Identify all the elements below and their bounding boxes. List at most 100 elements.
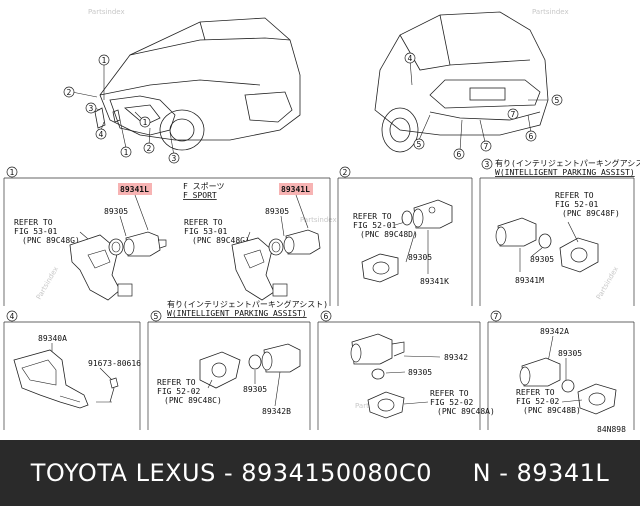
control-module [13, 349, 89, 409]
section-4-number: 4 [6, 310, 18, 322]
part-number-label: 89341L [281, 185, 310, 194]
ring-seal [248, 354, 262, 370]
front-car-illustration [94, 17, 301, 151]
svg-text:3: 3 [172, 154, 177, 163]
watermark: Partsindex [300, 216, 337, 224]
watermark: Partsindex [88, 8, 125, 16]
note-jp: 有り(インテリジェントパーキングアシスト) [495, 158, 640, 168]
callout-4b: 4 [404, 52, 416, 64]
highlight-part-label [118, 183, 152, 195]
rear-car-illustration [374, 11, 549, 153]
sensor-bracket [231, 237, 275, 301]
svg-text:6: 6 [324, 312, 329, 321]
callout-2b: 2 [143, 142, 155, 154]
ring-seal [538, 233, 552, 249]
fig-reference: FIG 52-01 [555, 200, 599, 209]
callout-2: 2 [63, 86, 75, 98]
svg-text:2: 2 [147, 144, 152, 153]
pnc-reference: (PNC 89C48F) [562, 209, 620, 218]
front-callouts: 1 2 3 4 1 1 2 3 [63, 54, 180, 164]
fig-reference: FIG 52-02 [430, 398, 474, 407]
svg-text:3: 3 [485, 160, 490, 169]
callout-6: 6 [453, 148, 465, 160]
pnc-reference: (PNC 89C48D) [360, 230, 418, 239]
diagram-code: 84N898 [597, 425, 626, 434]
part-number-label: 89342B [262, 407, 291, 416]
svg-text:4: 4 [99, 130, 104, 139]
svg-text:3: 3 [89, 104, 94, 113]
callout-1: 1 [98, 54, 110, 66]
sensor-body [125, 231, 161, 257]
footer-part-info: TOYOTA LEXUS - 8934150080C0 N - 89341L [30, 459, 610, 487]
svg-text:5: 5 [555, 96, 560, 105]
svg-text:4: 4 [408, 54, 413, 63]
ring-seal [401, 210, 413, 226]
section-1: 89341L 89305 REFER TO FIG 53-01 (PNC 89C… [14, 182, 321, 301]
sensor-body [351, 333, 393, 365]
watermark: Partsindex [35, 265, 60, 301]
part-number-label: 89340A [38, 334, 67, 343]
pnc-reference: (PNC 89C48G) [192, 236, 250, 245]
callout-7b: 7 [507, 108, 519, 120]
rear-callouts: 4 5 6 7 7 6 5 [404, 52, 563, 160]
refer-to-text: REFER TO [430, 389, 469, 398]
svg-text:7: 7 [484, 142, 489, 151]
part-number-label: 89342 [444, 353, 468, 362]
ring-seal [371, 368, 385, 380]
svg-text:2: 2 [343, 168, 348, 177]
ring-part-number: 89305 [243, 385, 267, 394]
section-numbers: 1 2 3 4 5 6 7 [6, 158, 502, 322]
screw [109, 377, 119, 389]
callout-3b: 3 [168, 152, 180, 164]
note-jp: 有り(インテリジェントパーキングアシスト) [167, 299, 328, 309]
fig-reference: FIG 52-02 [157, 387, 201, 396]
parts-diagram: Partsindex Partsindex Partsindex Partsin… [3, 8, 640, 434]
variant-jp: F スポーツ [183, 182, 224, 191]
callout-5: 5 [413, 138, 425, 150]
pnc-reference: (PNC 89C48G) [22, 236, 80, 245]
svg-text:4: 4 [10, 312, 15, 321]
ring-part-number: 89305 [408, 368, 432, 377]
svg-text:6: 6 [457, 150, 462, 159]
callout-1c: 1 [139, 116, 151, 128]
ring-part-number: 89305 [408, 253, 432, 262]
refer-to-text: REFER TO [555, 191, 594, 200]
ring-seal [268, 238, 284, 256]
ring-part-number: 89305 [265, 207, 289, 216]
callout-7: 7 [480, 140, 492, 152]
fig-reference: FIG 52-01 [353, 221, 397, 230]
callout-5b: 5 [551, 94, 563, 106]
section-7-number: 7 [490, 310, 502, 322]
screw-part-number: 91673-80616 [88, 359, 141, 368]
svg-text:7: 7 [511, 110, 516, 119]
refer-to-text: REFER TO [157, 378, 196, 387]
refer-to-text: REFER TO [516, 388, 555, 397]
pnc-reference: (PNC 89C48A) [437, 407, 495, 416]
part-number-label: 89341M [515, 276, 544, 285]
svg-text:1: 1 [124, 148, 129, 157]
callout-3: 3 [85, 102, 97, 114]
sensor-body [263, 343, 301, 373]
refer-to-text: REFER TO [184, 218, 223, 227]
fig-reference: FIG 52-02 [516, 397, 560, 406]
section-5-number: 5 [150, 310, 162, 322]
callout-1b: 1 [120, 146, 132, 158]
ring-part-number: 89305 [530, 255, 554, 264]
fig-reference: FIG 53-01 [14, 227, 58, 236]
section-3: 有り(インテリジェントパーキングアシスト) W(INTELLIGENT PARK… [495, 158, 640, 285]
svg-text:7: 7 [494, 312, 499, 321]
svg-text:5: 5 [417, 140, 422, 149]
section-2-number: 2 [339, 166, 351, 178]
callout-6b: 6 [525, 130, 537, 142]
section-frames [3, 177, 635, 430]
part-number-label: 89341L [120, 185, 149, 194]
refer-to-text: REFER TO [14, 218, 53, 227]
svg-text:5: 5 [154, 312, 159, 321]
ring-seal [108, 238, 124, 256]
svg-text:2: 2 [67, 88, 72, 97]
fig-reference: FIG 53-01 [184, 227, 228, 236]
part-number-label: 89341K [420, 277, 449, 286]
section-6: 89342 89305 REFER TO FIG 52-02 (PNC 89C4… [350, 333, 495, 419]
watermark: Partsindex [595, 265, 620, 301]
highlight-part-label [279, 183, 313, 195]
